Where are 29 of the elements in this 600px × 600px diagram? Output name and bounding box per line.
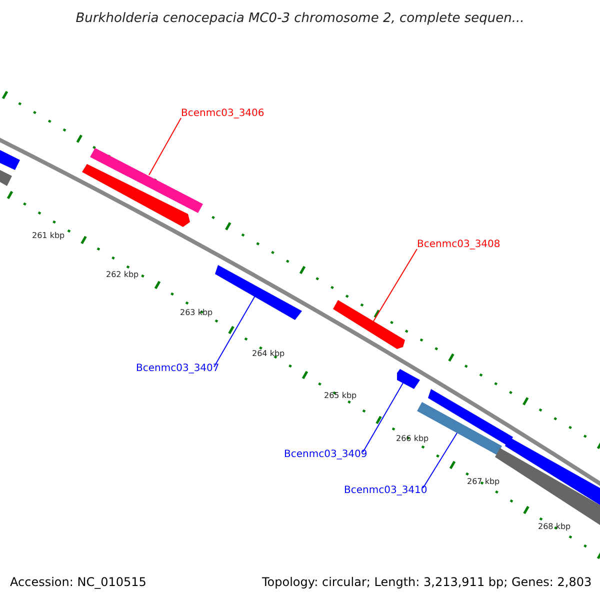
gene-feature [0, 170, 12, 186]
leader-line [148, 118, 182, 176]
map-title: Burkholderia cenocepacia MC0-3 chromosome 2, complete sequen... [74, 12, 526, 25]
tick-label: 262 kbp [106, 271, 139, 279]
leader-line [214, 296, 256, 368]
tick-label: 264 kbp [252, 350, 285, 358]
gene-feature [428, 389, 513, 446]
tick-label: 266 kbp [396, 435, 429, 443]
gene-label: Bcenmc03_3409 [284, 450, 368, 460]
gene-label: Bcenmc03_3406 [181, 109, 264, 119]
footer-text: Accession: NC_010515 [10, 576, 146, 588]
gene-feature [82, 164, 190, 227]
gene-feature [397, 369, 420, 389]
footer-text: Topology: circular; Length: 3,213,911 bp; Genes: 2,803 [262, 576, 592, 588]
gene-feature [90, 148, 203, 213]
gene-feature [505, 437, 600, 505]
gene-label: Bcenmc03_3408 [417, 240, 500, 250]
tick-label: 267 kbp [467, 478, 500, 486]
leader-line [372, 248, 418, 322]
tick-label: 261 kbp [32, 232, 65, 240]
gene-feature [215, 265, 302, 320]
gene-feature [0, 150, 20, 170]
tick-label: 265 kbp [324, 392, 357, 400]
leader-line [422, 432, 458, 488]
gene-label: Bcenmc03_3407 [136, 364, 220, 374]
gene-label: Bcenmc03_3410 [344, 486, 428, 496]
leader-line [362, 382, 404, 452]
gene-feature [333, 300, 405, 349]
tick-label: 268 kbp [538, 523, 571, 531]
